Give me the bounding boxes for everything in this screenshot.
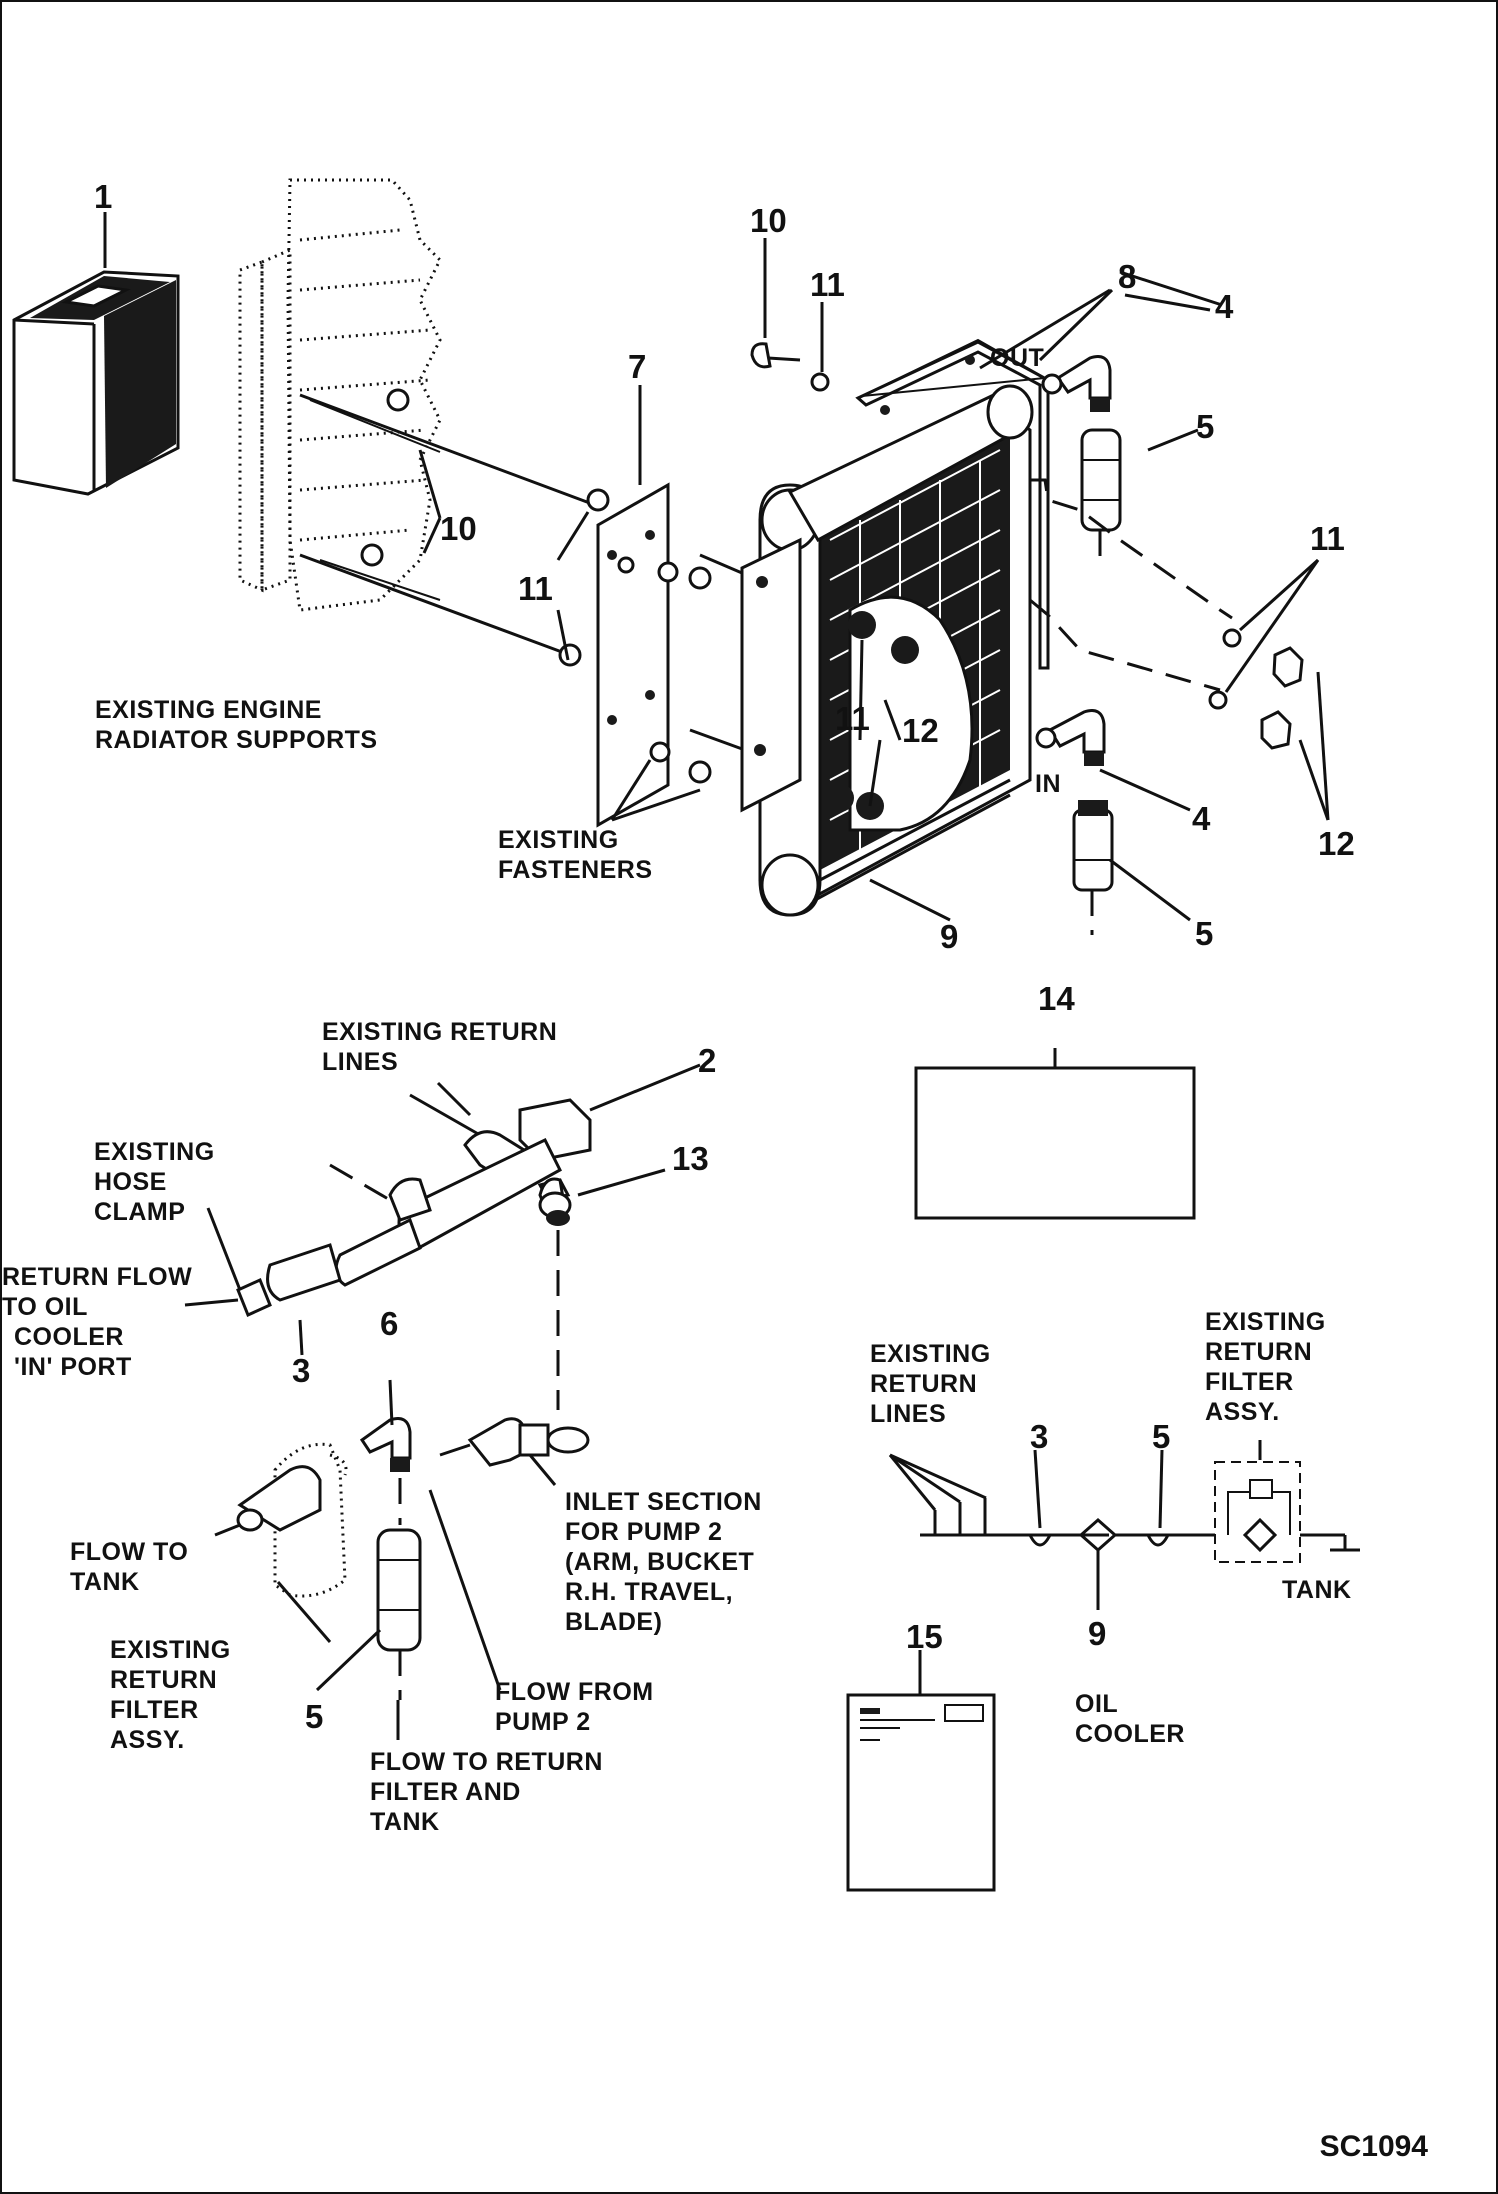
label-return-flow-3: COOLER bbox=[14, 1323, 124, 1351]
label-flow-from-pump-2: PUMP 2 bbox=[495, 1708, 591, 1736]
label-schem-return-lines-3: LINES bbox=[870, 1400, 946, 1428]
callout-5-bottom: 5 bbox=[1195, 915, 1213, 952]
label-radiator-supports-2: RADIATOR SUPPORTS bbox=[95, 726, 378, 754]
label-hose-clamp-1: EXISTING bbox=[94, 1138, 215, 1166]
label-inlet-section-1: INLET SECTION bbox=[565, 1488, 762, 1516]
label-hose-clamp-3: CLAMP bbox=[94, 1198, 185, 1226]
pump-inlet-fitting bbox=[428, 1417, 590, 1691]
label-return-lines-2: LINES bbox=[322, 1048, 398, 1076]
callout-6: 6 bbox=[380, 1305, 398, 1342]
label-oil-cooler-1: OIL bbox=[1075, 1690, 1118, 1718]
label-return-flow-2: TO OIL bbox=[2, 1293, 88, 1321]
label-filter-assy-1: EXISTING bbox=[110, 1636, 231, 1664]
callout-4-top: 4 bbox=[1215, 288, 1234, 325]
callout-4-bottom: 4 bbox=[1192, 800, 1211, 837]
kit-box bbox=[12, 270, 180, 496]
top-bolt bbox=[750, 342, 830, 392]
label-out-port: OUT bbox=[990, 344, 1044, 372]
callout-11-left: 11 bbox=[518, 570, 553, 607]
label-flow-return-filter-3: TANK bbox=[370, 1808, 440, 1836]
label-return-flow-1: RETURN FLOW bbox=[2, 1263, 192, 1291]
label-schem-filter-1: EXISTING bbox=[1205, 1308, 1326, 1336]
callout-12-right: 12 bbox=[1318, 825, 1355, 862]
mounting-plate bbox=[596, 482, 712, 828]
label-tank: TANK bbox=[1282, 1576, 1352, 1604]
callout-11-center: 11 bbox=[835, 700, 870, 737]
schematic-callout-5: 5 bbox=[1152, 1418, 1170, 1455]
hydraulic-schematic bbox=[888, 1440, 1360, 1610]
part-numbers: 1 7 10 11 8 4 5 10 11 11 11 12 12 4 5 9 … bbox=[94, 178, 1355, 1735]
callout-14: 14 bbox=[1038, 980, 1075, 1017]
label-flow-return-filter-2: FILTER AND bbox=[370, 1778, 521, 1806]
label-schem-filter-3: FILTER bbox=[1205, 1368, 1294, 1396]
label-filter-assy-3: FILTER bbox=[110, 1696, 199, 1724]
label-inlet-section-4: R.H. TRAVEL, bbox=[565, 1578, 733, 1606]
callout-1: 1 bbox=[94, 178, 112, 215]
schematic-callout-9: 9 bbox=[1088, 1615, 1106, 1652]
label-schem-return-lines-1: EXISTING bbox=[870, 1340, 991, 1368]
callout-11-right: 11 bbox=[1310, 520, 1345, 557]
callout-2: 2 bbox=[698, 1042, 716, 1079]
label-return-flow-4: 'IN' PORT bbox=[14, 1353, 132, 1381]
callout-13: 13 bbox=[672, 1140, 709, 1177]
label-inlet-section-2: FOR PUMP 2 bbox=[565, 1518, 722, 1546]
callout-8: 8 bbox=[1118, 258, 1136, 295]
label-schem-return-lines-2: RETURN bbox=[870, 1370, 977, 1398]
in-elbow-fitting bbox=[1035, 709, 1114, 935]
label-flow-return-filter-1: FLOW TO RETURN bbox=[370, 1748, 603, 1776]
oil-cooler bbox=[740, 384, 1034, 917]
label-oil-cooler-2: COOLER bbox=[1075, 1720, 1185, 1748]
label-in-port: IN bbox=[1035, 770, 1061, 798]
out-elbow-fitting bbox=[1041, 355, 1122, 560]
label-inlet-section-5: BLADE) bbox=[565, 1608, 662, 1636]
document-sheet bbox=[846, 1650, 996, 1892]
drawing-code: SC1094 bbox=[1319, 2130, 1428, 2163]
callout-3: 3 bbox=[292, 1352, 310, 1389]
label-flow-to-tank-1: FLOW TO bbox=[70, 1538, 188, 1566]
callout-5-top: 5 bbox=[1196, 408, 1214, 445]
return-line-assembly bbox=[184, 1093, 592, 1410]
label-flow-from-pump-1: FLOW FROM bbox=[495, 1678, 654, 1706]
label-fasteners-1: EXISTING bbox=[498, 826, 619, 854]
label-radiator-supports-1: EXISTING ENGINE bbox=[95, 696, 322, 724]
callout-10-top: 10 bbox=[750, 202, 787, 239]
schematic-callout-3: 3 bbox=[1030, 1418, 1048, 1455]
captions: EXISTING ENGINE RADIATOR SUPPORTS EXISTI… bbox=[2, 344, 1352, 1836]
label-flow-to-tank-2: TANK bbox=[70, 1568, 140, 1596]
return-filter-assembly bbox=[214, 1417, 422, 1700]
label-hose-clamp-2: HOSE bbox=[94, 1168, 167, 1196]
callout-9: 9 bbox=[940, 918, 958, 955]
label-fasteners-2: FASTENERS bbox=[498, 856, 653, 884]
label-schem-filter-4: ASSY. bbox=[1205, 1398, 1280, 1426]
instruction-sheet-box bbox=[914, 1066, 1196, 1220]
existing-radiator bbox=[238, 178, 442, 612]
label-return-lines-1: EXISTING RETURN bbox=[322, 1018, 557, 1046]
label-inlet-section-3: (ARM, BUCKET bbox=[565, 1548, 754, 1576]
label-filter-assy-4: ASSY. bbox=[110, 1726, 185, 1754]
callout-10-left: 10 bbox=[440, 510, 477, 547]
callout-7: 7 bbox=[628, 348, 646, 385]
callout-11-top: 11 bbox=[810, 266, 845, 303]
callout-5-left: 5 bbox=[305, 1698, 323, 1735]
label-filter-assy-2: RETURN bbox=[110, 1666, 217, 1694]
callout-12-center: 12 bbox=[902, 712, 939, 749]
callout-15: 15 bbox=[906, 1618, 943, 1655]
label-schem-filter-2: RETURN bbox=[1205, 1338, 1312, 1366]
